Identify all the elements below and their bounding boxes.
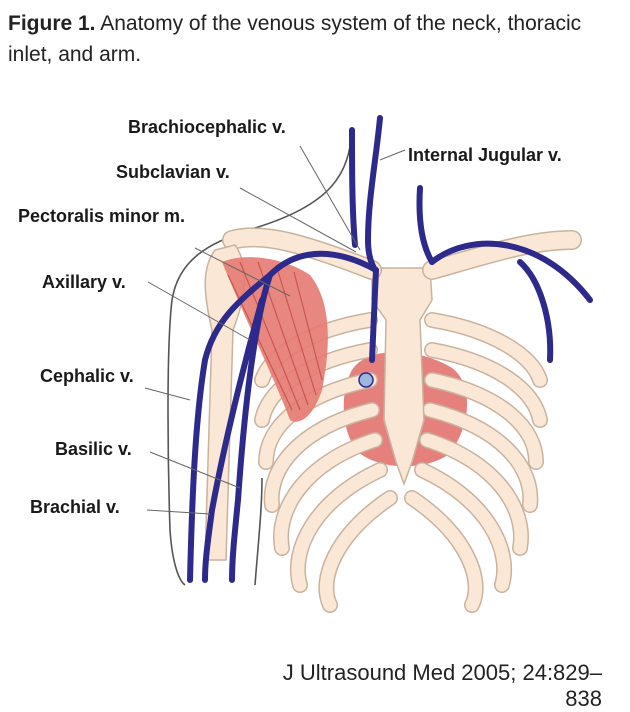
left-axillary-vein [517,259,554,363]
body-outline [167,127,353,586]
superior-vena-cava [369,267,379,363]
label-internal-jugular-vein: Internal Jugular v. [408,145,562,165]
leader-lines [144,145,406,515]
cephalic-vein [187,272,273,583]
label-brachial-vein: Brachial v. [30,497,120,517]
right-external-jugular-vein [349,127,358,248]
venous-system [187,115,593,583]
figure-caption-text: Anatomy of the venous system of the neck… [8,12,582,66]
left-internal-jugular-vein [416,185,435,265]
journal-citation: J Ultrasound Med 2005; 24:829–838 [282,660,602,711]
right-subclavian-vein [267,250,379,278]
brachial-vein [202,297,265,583]
valve-marker [358,372,374,388]
figure-caption: Figure 1. Anatomy of the venous system o… [8,8,618,70]
sternum [371,267,433,487]
right-internal-jugular-vein [364,115,383,273]
left-subclavian-vein [429,240,593,303]
label-pectoralis-minor-muscle: Pectoralis minor m. [18,206,185,226]
label-basilic-vein: Basilic v. [55,439,132,459]
figure-label: Figure 1. [8,12,96,35]
label-brachiocephalic-vein: Brachiocephalic v. [128,117,286,137]
label-axillary-vein: Axillary v. [42,272,126,292]
label-subclavian-vein: Subclavian v. [116,162,230,182]
label-cephalic-vein: Cephalic v. [40,366,134,386]
